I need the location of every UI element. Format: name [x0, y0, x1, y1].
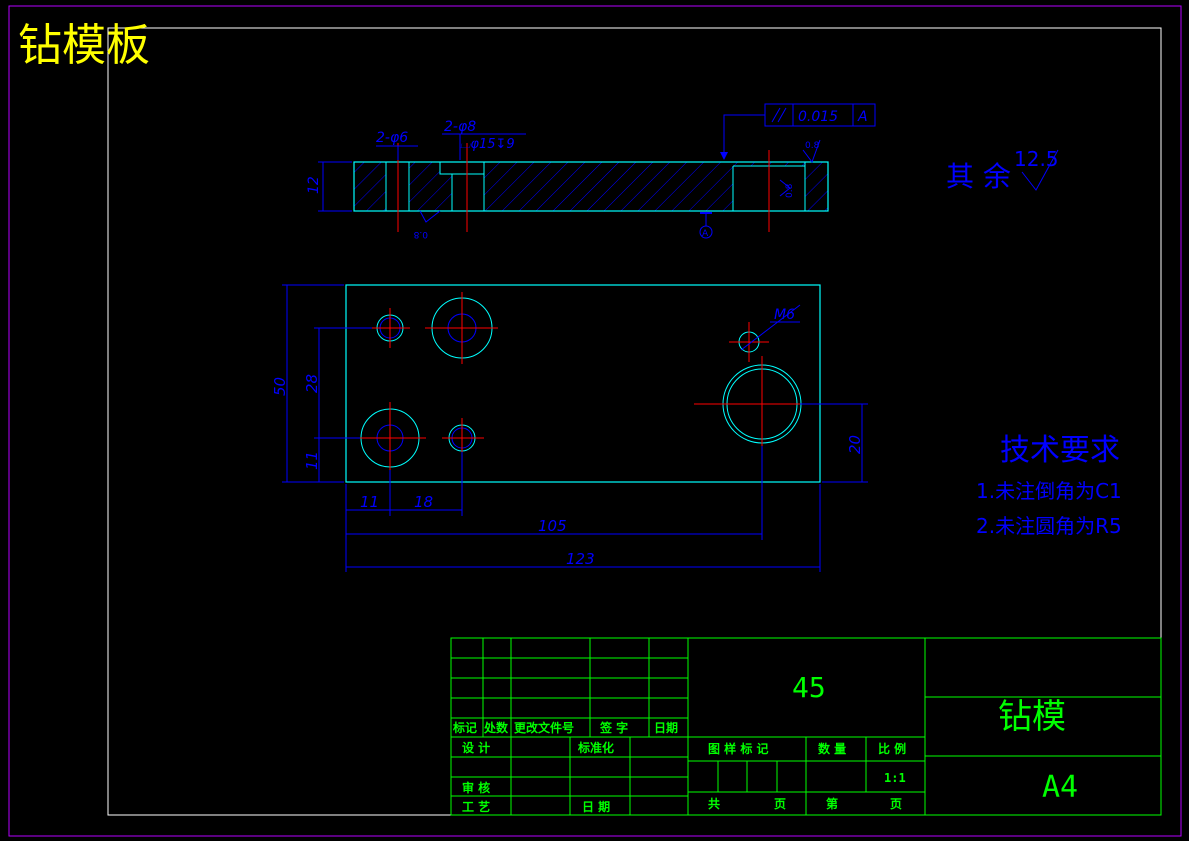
- label-standardize: 标准化: [577, 740, 614, 755]
- title-block: [450, 637, 1162, 816]
- dim-right-20: 20: [846, 435, 864, 454]
- label-process: 工 艺: [462, 799, 490, 814]
- datum-label: A: [702, 229, 709, 239]
- dim-w-123: 123: [566, 550, 595, 568]
- plan-outline: [345, 284, 821, 483]
- roughness-a: 0.8: [413, 229, 428, 239]
- label-quantity: 数 量: [818, 741, 846, 756]
- dim-height-28: 28: [303, 374, 321, 393]
- plan-view: 50 28 11 20 M6 11 18 105 123: [271, 284, 868, 572]
- tolerance-value: 0.015: [798, 109, 838, 125]
- tech-req-item-1: 1.未注倒角为C1: [976, 479, 1122, 503]
- label-sheet: 第: [826, 796, 838, 811]
- callout-counterbore: ⌴φ15↧9: [460, 137, 515, 152]
- drawing-title: 钻模板: [18, 20, 150, 71]
- rev-header-date: 日期: [654, 720, 678, 735]
- part-name: 钻模: [998, 697, 1066, 737]
- dim-thickness: 12: [306, 176, 322, 194]
- paper-size: A4: [1042, 770, 1078, 805]
- dim-height-50: 50: [271, 377, 289, 396]
- callout-holes-8: 2-φ8: [444, 119, 476, 135]
- label-total: 共: [708, 796, 720, 811]
- rev-header-count: 处数: [483, 720, 509, 735]
- label-date: 日 期: [582, 799, 610, 814]
- dim-height-11: 11: [303, 451, 321, 470]
- label-page: 页: [774, 797, 786, 811]
- label-design: 设 计: [462, 740, 490, 755]
- dim-w-18: 18: [414, 493, 433, 511]
- callout-holes-6: 2-φ6: [376, 130, 408, 146]
- scale-value: 1:1: [884, 771, 906, 785]
- label-scale: 比 例: [878, 741, 906, 756]
- rev-header-mark: 标记: [452, 720, 477, 735]
- tech-req-item-2: 2.未注圆角为R5: [976, 514, 1122, 538]
- dim-w-11: 11: [360, 493, 379, 511]
- roughness-b: 0.8: [805, 141, 820, 151]
- label-stage-mark: 图 样 标 记: [708, 741, 769, 756]
- surface-note-value: 12.5: [1014, 147, 1059, 171]
- dim-w-105: 105: [538, 517, 567, 535]
- rev-header-sign: 签 字: [599, 720, 628, 735]
- roughness-c: 0.8: [785, 183, 795, 198]
- tolerance-datum: A: [857, 109, 868, 125]
- material: 45: [792, 671, 826, 704]
- rev-header-file: 更改文件号: [514, 720, 574, 735]
- roughness-symbol: [1021, 149, 1059, 191]
- tech-req-heading: 技术要求: [1000, 433, 1120, 468]
- label-review: 审 核: [462, 780, 490, 795]
- section-view: 12 2-φ6 2-φ8 ⌴φ15↧9 0.015 A A 0.8 0.8 0.…: [306, 103, 876, 239]
- section-outline: [353, 161, 829, 212]
- label-page2: 页: [890, 797, 902, 811]
- title-block-text: 标记 处数 更改文件号 签 字 日期 设 计 标准化 审 核 工 艺 日 期 4…: [452, 671, 1078, 814]
- dim-m6: M6: [774, 307, 795, 323]
- surface-note-label: 其 余: [946, 160, 1011, 193]
- outer-frame: [8, 5, 1182, 837]
